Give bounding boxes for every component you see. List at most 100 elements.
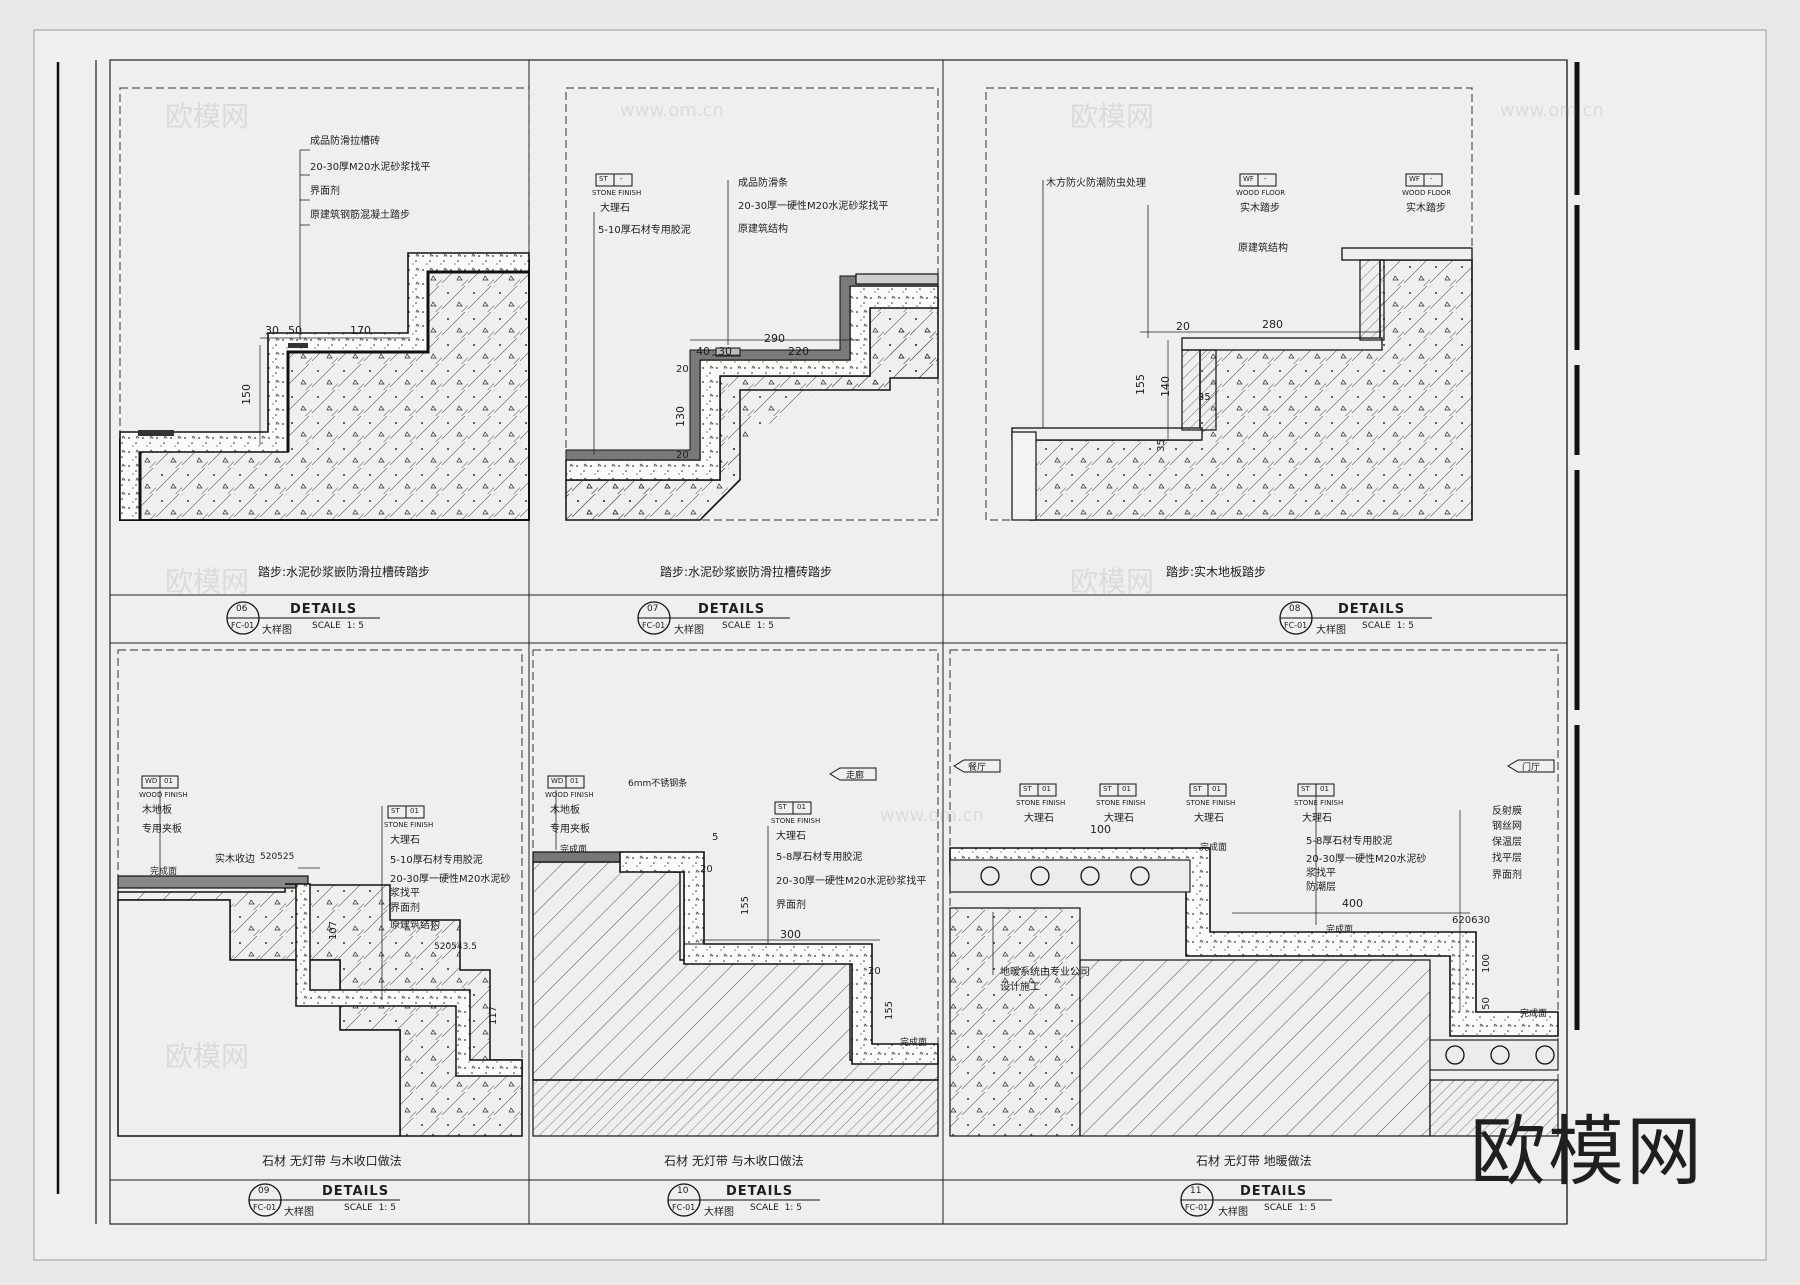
panel-11-tag1-code: ST xyxy=(1023,785,1032,793)
watermark-logo: 欧模网 xyxy=(1470,1107,1704,1196)
panel-11-mark: 完成面 xyxy=(1520,1009,1548,1019)
panel-07-tag-en: STONE FINISH xyxy=(592,189,642,197)
panel-11-dim: 400 xyxy=(1342,897,1363,910)
panel-10-room-tag: 走廊 xyxy=(846,771,865,781)
panel-10-left-note-1: 6mm不锈钢条 xyxy=(628,779,688,789)
panel-06-title: DETAILS xyxy=(290,602,358,617)
panel-11-tag3-en: STONE FINISH xyxy=(1186,799,1236,807)
panel-08-note-1: 原建筑结构 xyxy=(1238,243,1288,254)
panel-10-dim: 20 xyxy=(868,966,881,977)
faint-watermark: www.om.cn xyxy=(620,100,724,121)
panel-09-tag1-num: 01 xyxy=(164,777,173,785)
panel-06-sheet: FC-01 xyxy=(231,621,255,630)
panel-06-drawing xyxy=(119,149,530,521)
panel-11-caption: 石材 无灯带 地暖做法 xyxy=(1196,1154,1312,1168)
panel-11-left-note: 地暖系统由专业公司设计施工 xyxy=(1000,967,1090,993)
panel-06-note-4: 原建筑钢筋混凝土踏步 xyxy=(310,210,410,221)
panel-11-room-tag-1: 餐厅 xyxy=(968,763,987,773)
panel-06-kind: 大样图 xyxy=(262,625,292,636)
panel-09-tag1-cn: 木地板 xyxy=(142,805,172,816)
panel-10-note-2: 20-30厚一硬性M20水泥砂浆找平 xyxy=(776,876,927,887)
faint-watermark: 欧模网 xyxy=(165,100,250,133)
panel-08-dim: 35 xyxy=(1155,439,1167,452)
panel-07-sheet: FC-01 xyxy=(642,621,666,630)
panel-07-dim: 40 xyxy=(696,345,710,358)
panel-11-tag4-en: STONE FINISH xyxy=(1294,799,1344,807)
panel-09-tag1-en: WOOD FINISH xyxy=(139,791,188,799)
panel-11-right-note-2: 钢丝网 xyxy=(1492,821,1522,832)
panel-08-kind: 大样图 xyxy=(1316,625,1346,636)
panel-11-dim: 100 xyxy=(1481,953,1493,974)
panel-07-dim: 290 xyxy=(764,332,785,345)
panel-11-sheet: FC-01 xyxy=(1185,1203,1209,1212)
panel-07-note-2: 20-30厚一硬性M20水泥砂浆找平 xyxy=(738,201,889,212)
panel-07-drawing xyxy=(565,180,939,521)
panel-11-kind: 大样图 xyxy=(1218,1207,1248,1218)
panel-09-title: DETAILS xyxy=(322,1184,390,1199)
panel-11-note-2: 20-30厚一硬性M20水泥砂 xyxy=(1306,854,1427,865)
panel-09-note-4: 界面剂 xyxy=(390,903,420,914)
panel-07-scale: SCALE 1: 5 xyxy=(722,621,774,631)
panel-08-dim: 35 xyxy=(1198,392,1211,403)
panel-07-kind: 大样图 xyxy=(674,625,704,636)
panel-08-tag2-num: - xyxy=(1430,175,1433,183)
panel-07-id: 07 xyxy=(647,604,659,614)
panel-07-title: DETAILS xyxy=(698,602,766,617)
panel-11-note-4: 防潮层 xyxy=(1306,882,1336,893)
panel-09-tag2-num: 01 xyxy=(410,807,419,815)
panel-10-tag2-num: 01 xyxy=(797,803,806,811)
panel-09-dim: 117 xyxy=(488,1005,500,1026)
panel-06-note-3: 界面剂 xyxy=(310,186,340,197)
panel-06-dim: 30 xyxy=(265,324,279,337)
panel-11-dim: 620630 xyxy=(1452,915,1491,926)
panel-08-dim: 20 xyxy=(1176,320,1190,333)
panel-10-scale: SCALE 1: 5 xyxy=(750,1203,802,1213)
panel-08-tag1-en: WOOD FLOOR xyxy=(1236,189,1286,197)
panel-06-caption: 踏步:水泥砂浆嵌防滑拉槽砖踏步 xyxy=(258,565,431,579)
panel-09-scale: SCALE 1: 5 xyxy=(344,1203,396,1213)
panel-11-drawing xyxy=(949,793,1559,1137)
panel-10-note-1: 5-8厚石材专用胶泥 xyxy=(776,852,863,863)
panel-07-note-1: 成品防滑条 xyxy=(738,178,788,189)
panel-11-tag2-num: 01 xyxy=(1122,785,1131,793)
panel-11-tag4-cn: 大理石 xyxy=(1302,813,1332,824)
panel-10-mark: 完成面 xyxy=(900,1038,928,1048)
panel-07-left-note: 5-10厚石材专用胶泥 xyxy=(598,225,691,236)
panel-11-tag1-num: 01 xyxy=(1042,785,1051,793)
panel-11-right-note-4: 找平层 xyxy=(1492,853,1522,864)
panel-07-dim: 220 xyxy=(788,345,809,358)
panel-10-dim: 5 xyxy=(712,832,719,843)
panel-09-dim: 520543.5 xyxy=(434,942,477,952)
panel-08-dim: 140 xyxy=(1159,376,1172,397)
panel-09-note-3: 浆找平 xyxy=(390,888,420,899)
panel-10-tag2-cn: 大理石 xyxy=(776,831,806,842)
panel-08-tag2-code: WF xyxy=(1409,175,1420,183)
panel-09-caption: 石材 无灯带 与木收口做法 xyxy=(262,1154,402,1168)
panel-10-tag1-num: 01 xyxy=(570,777,579,785)
panel-09-tag2-cn: 大理石 xyxy=(390,835,420,846)
panel-10-caption: 石材 无灯带 与木收口做法 xyxy=(664,1154,804,1168)
panel-10-dim: 20 xyxy=(700,864,713,875)
panel-07-note-3: 原建筑结构 xyxy=(738,224,788,235)
panel-06-id: 06 xyxy=(236,604,248,614)
panel-08-title: DETAILS xyxy=(1338,602,1406,617)
panel-11-tag2-en: STONE FINISH xyxy=(1096,799,1146,807)
panel-09-dim: 107 xyxy=(328,920,340,941)
panel-07-tag-num: - xyxy=(620,175,623,183)
panel-10-left-note-2: 专用夹板 xyxy=(550,824,590,835)
panel-10-dim: 155 xyxy=(740,895,752,916)
panel-08-id: 08 xyxy=(1289,604,1301,614)
panel-09-left-note-1: 专用夹板 xyxy=(142,824,182,835)
panel-09-kind: 大样图 xyxy=(284,1207,314,1218)
faint-watermark: www.om.cn xyxy=(880,805,984,826)
panel-06-dim: 150 xyxy=(240,384,253,405)
panel-09-tag1-code: WD xyxy=(145,777,158,785)
panel-11-tag2-cn: 大理石 xyxy=(1104,813,1134,824)
panel-08-drawing xyxy=(1011,180,1473,521)
panel-09-note-1: 5-10厚石材专用胶泥 xyxy=(390,855,483,866)
panel-11-note-3: 浆找平 xyxy=(1306,868,1336,879)
panel-10-dim: 155 xyxy=(884,1000,896,1021)
faint-watermark: 欧模网 xyxy=(165,1040,250,1073)
